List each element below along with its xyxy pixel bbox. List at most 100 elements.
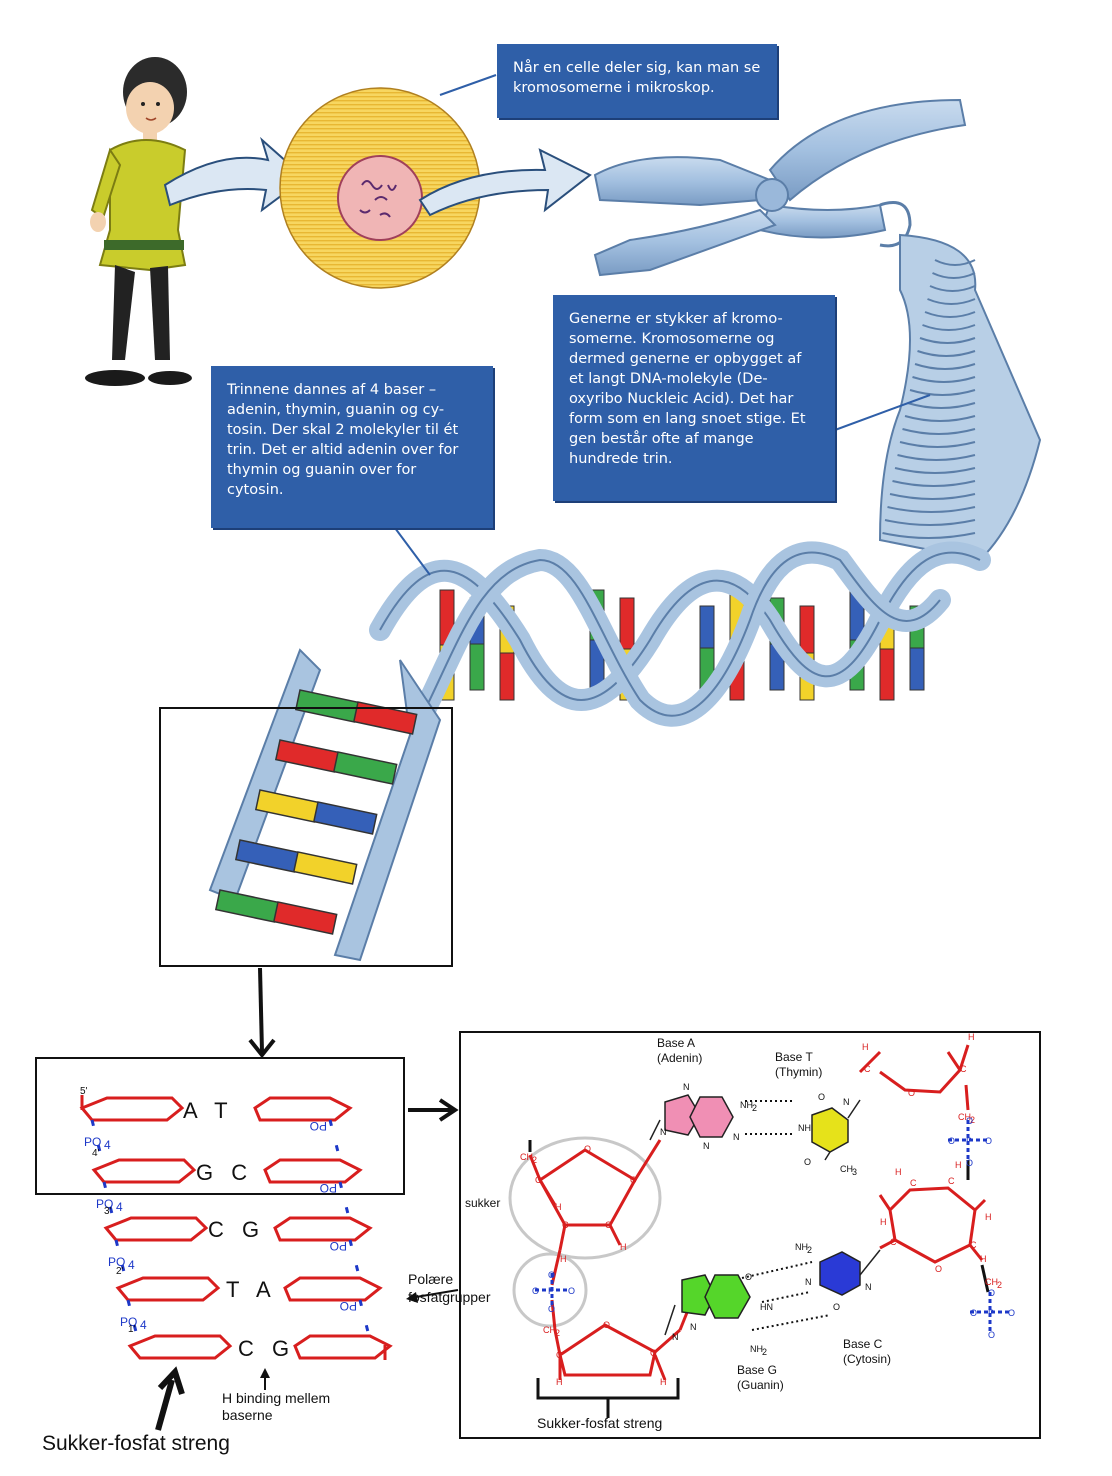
ladder-base xyxy=(272,901,338,935)
atom-label: O xyxy=(1008,1308,1015,1318)
atom-label: N xyxy=(865,1282,872,1292)
atom-subscript: 2 xyxy=(532,1155,537,1165)
strand-bracket xyxy=(536,1378,680,1418)
coil-ring xyxy=(897,454,976,461)
atom-label: N xyxy=(733,1132,740,1142)
atom-label: O xyxy=(532,1286,539,1296)
coil-ring xyxy=(902,428,976,435)
phosphate-link-right xyxy=(338,1181,352,1223)
sugar-ring-left xyxy=(91,1158,197,1184)
helix-base xyxy=(619,597,635,650)
molecule-detail xyxy=(508,1044,1012,1418)
coil-ring xyxy=(927,298,976,305)
coil-ring xyxy=(887,506,976,513)
pair-at: A T xyxy=(183,1098,234,1123)
po4-label-right: PO xyxy=(330,1239,347,1253)
atom-label: O xyxy=(818,1092,825,1102)
label-base-t: Base T (Thymin) xyxy=(775,1050,823,1079)
dna-ladder-closeup xyxy=(208,648,442,962)
atom-label: H xyxy=(895,1167,902,1177)
label-sukker: sukker xyxy=(465,1196,501,1210)
atom-label: H xyxy=(660,1377,667,1387)
atom-label: C xyxy=(970,1240,977,1250)
atom-label: O xyxy=(966,1116,973,1126)
zoom-arrow-right-head xyxy=(438,1098,459,1122)
label-h-binding: H binding mellem baserne xyxy=(222,1390,331,1423)
atom-label: H xyxy=(980,1254,987,1264)
atom-label: HN xyxy=(760,1302,773,1312)
sugar-ring-right xyxy=(293,1334,393,1360)
cell-illustration xyxy=(279,87,481,289)
atom-label: C xyxy=(556,1350,563,1360)
atom-label: P xyxy=(966,1136,972,1146)
helix-base xyxy=(879,648,895,701)
polar-arrow-head xyxy=(406,1292,418,1303)
zoom-arrow-down-line xyxy=(258,967,264,1053)
sugar-ring-right xyxy=(273,1216,373,1242)
phosphate-link-right xyxy=(358,1299,372,1341)
info-box-genes: Generne er stykker af kromo- somerne. Kr… xyxy=(553,295,835,501)
coil-ring xyxy=(934,259,976,266)
coil-ring xyxy=(919,337,976,344)
arrow-cell-to-chromosome xyxy=(418,148,592,217)
prime-label: 3' xyxy=(104,1206,112,1217)
coil-ring xyxy=(922,324,976,331)
ladder-base xyxy=(332,751,398,785)
atom-label: O xyxy=(948,1136,955,1146)
atom-label: C xyxy=(910,1178,917,1188)
phosphate-highlight-circle xyxy=(512,1252,588,1328)
label-base-a: Base A (Adenin) xyxy=(657,1036,703,1065)
atom-label: H xyxy=(955,1160,962,1170)
atom-label: O xyxy=(935,1264,942,1274)
sugar-ring-left xyxy=(127,1334,233,1360)
prime-label: 4' xyxy=(92,1148,100,1159)
atom-label: N xyxy=(672,1332,679,1342)
polar-arrow-line xyxy=(409,1289,459,1299)
atom-label: CH xyxy=(840,1164,853,1174)
atom-label: O xyxy=(970,1308,977,1318)
atom-label: H xyxy=(968,1032,975,1042)
pointer-line-box3 xyxy=(394,527,431,576)
phosphate-link-right xyxy=(328,1119,342,1161)
po4-label-right: PO xyxy=(340,1299,357,1313)
atom-subscript: 2 xyxy=(997,1280,1002,1290)
ladder-base xyxy=(214,889,280,923)
atom-subscript: 2 xyxy=(752,1103,757,1113)
po4-sub-left: 4 xyxy=(104,1138,111,1152)
atom-label: C xyxy=(535,1175,542,1185)
atom-label: O xyxy=(833,1302,840,1312)
sugar-highlight-circle xyxy=(508,1136,662,1260)
po4-label-right: PO xyxy=(320,1181,337,1195)
phosphate-link-right xyxy=(348,1239,362,1281)
atom-label: O xyxy=(548,1270,555,1280)
coil-ring xyxy=(894,467,976,474)
atom-label: O xyxy=(745,1272,752,1282)
atom-label: CH xyxy=(520,1152,533,1162)
po4-label-left: PO xyxy=(120,1315,137,1329)
sugar-ring-left xyxy=(115,1276,221,1302)
sugar-ring-right xyxy=(283,1276,383,1302)
atom-label: N xyxy=(683,1082,690,1092)
label-base-c: Base C (Cytosin) xyxy=(843,1337,892,1366)
coil-ring xyxy=(889,493,976,500)
po4-label-left: PO xyxy=(96,1197,113,1211)
atom-label: N xyxy=(660,1127,667,1137)
prime-label: 2' xyxy=(116,1266,124,1277)
label-sugar-phosphate-strand-left: Sukker-fosfat streng xyxy=(42,1432,230,1455)
atom-label: O xyxy=(548,1304,555,1314)
atom-label: O xyxy=(985,1136,992,1146)
atom-label: H xyxy=(862,1042,869,1052)
girl-illustration xyxy=(85,57,192,386)
hbond-arrow-head xyxy=(260,1368,270,1378)
ladder-base xyxy=(292,851,358,885)
coil-ring xyxy=(904,415,976,422)
atom-label: H xyxy=(880,1217,887,1227)
atom-label: N xyxy=(843,1097,850,1107)
atom-label: O xyxy=(966,1158,973,1168)
atom-label: CH xyxy=(985,1277,998,1287)
coil-ring xyxy=(917,350,976,357)
po4-sub-left: 4 xyxy=(140,1318,147,1332)
sugar-ring-right xyxy=(253,1096,353,1122)
atom-label: N xyxy=(703,1141,710,1151)
